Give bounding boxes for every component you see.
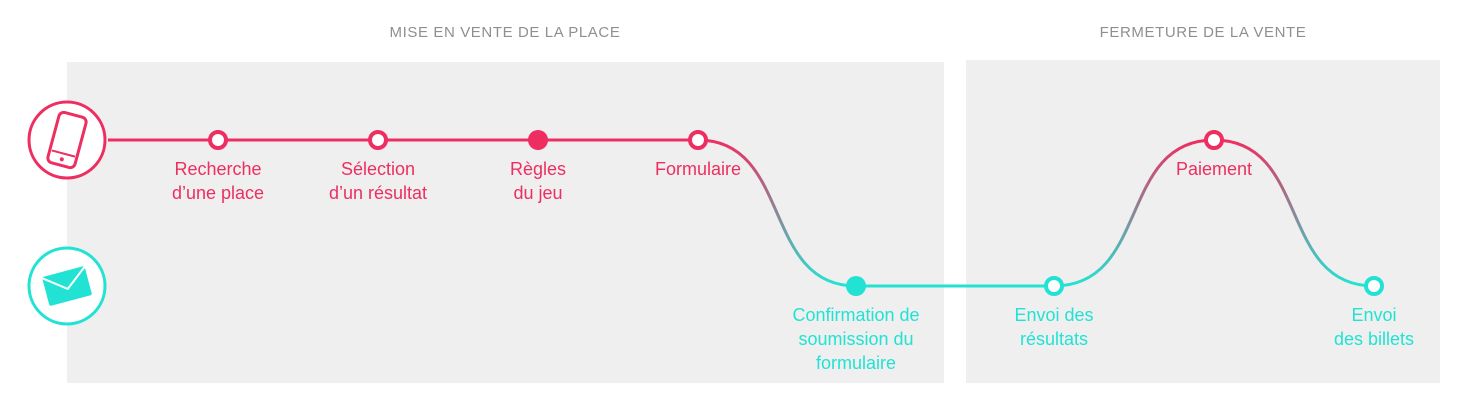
section-title-fermeture: FERMETURE DE LA VENTE bbox=[1099, 24, 1307, 41]
step-marker-envoi-billets bbox=[1364, 276, 1384, 296]
step-marker-recherche bbox=[208, 130, 228, 150]
step-markers bbox=[208, 130, 1384, 296]
section-panel-fermeture bbox=[966, 60, 1440, 383]
step-label-regles: Règles du jeu bbox=[509, 159, 567, 203]
step-label-recherche: Recherche d’une place bbox=[171, 159, 265, 203]
step-label-envoi-resultats: Envoi des résultats bbox=[1014, 305, 1094, 349]
path-curve-paiement-billets bbox=[1213, 138, 1375, 288]
smartphone-icon bbox=[46, 110, 88, 170]
step-marker-regles bbox=[528, 130, 548, 150]
step-label-envoi-billets: Envoi des billets bbox=[1333, 305, 1415, 349]
step-marker-confirmation bbox=[846, 276, 866, 296]
step-label-confirmation: Confirmation de soumission du formulaire bbox=[792, 305, 920, 373]
step-marker-formulaire bbox=[688, 130, 708, 150]
step-marker-envoi-resultats bbox=[1044, 276, 1064, 296]
step-label-paiement: Paiement bbox=[1175, 159, 1253, 179]
step-label-selection: Sélection d’un résultat bbox=[328, 159, 428, 203]
section-panel-mise-en-vente bbox=[67, 62, 944, 383]
path-curve-formulaire-confirmation bbox=[697, 138, 857, 288]
smartphone-channel-icon bbox=[27, 100, 107, 180]
step-marker-paiement bbox=[1204, 130, 1224, 150]
section-title-mise-en-vente: MISE EN VENTE DE LA PLACE bbox=[389, 24, 621, 41]
step-marker-selection bbox=[368, 130, 388, 150]
envelope-icon bbox=[41, 266, 92, 306]
step-label-formulaire: Formulaire bbox=[654, 159, 742, 179]
path-curve-resultats-paiement bbox=[1053, 138, 1215, 288]
email-channel-icon bbox=[27, 246, 107, 326]
journey-path bbox=[108, 138, 1375, 288]
